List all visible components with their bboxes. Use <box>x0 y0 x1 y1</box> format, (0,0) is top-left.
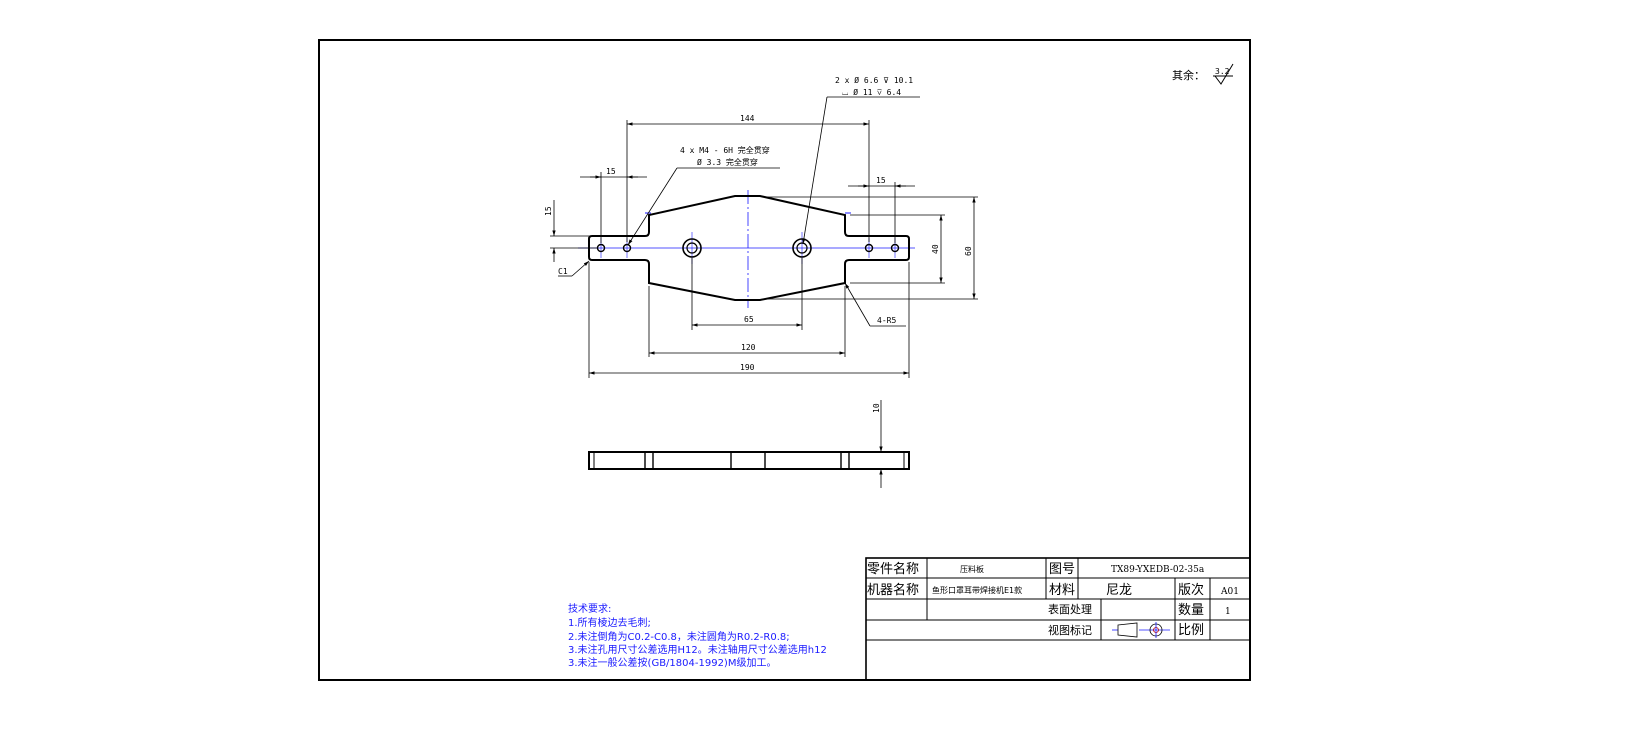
front-view: 10 <box>588 400 910 488</box>
dimension-120 <box>648 286 846 357</box>
part-name-label: 零件名称 <box>867 561 919 577</box>
tech-item-1: 1.所有棱边去毛刺; <box>568 616 651 629</box>
tapped-hole-3 <box>864 243 874 253</box>
tapped-hole-note-2: Ø 3.3 完全贯穿 <box>697 157 758 167</box>
projection-icon <box>1112 622 1170 638</box>
tapped-hole-note-1: 4 x M4 - 6H 完全贯穿 <box>680 145 770 155</box>
dim-120-label: 120 <box>741 343 756 352</box>
front-view-outline <box>588 451 910 470</box>
surface-label: 表面处理 <box>1048 602 1092 616</box>
machine-name-value: 鱼形口罩耳带焊接机E1款 <box>932 585 1022 595</box>
dim-15-vertical-label: 15 <box>544 206 553 216</box>
technical-requirements: 技术要求: 1.所有棱边去毛刺; 2.未注倒角为C0.2-C0.8，未注圆角为R… <box>568 602 827 669</box>
drawing-no-label: 图号 <box>1049 562 1075 577</box>
dim-15-left-label: 15 <box>606 167 616 176</box>
dim-190-label: 190 <box>740 363 755 372</box>
counterbore-inner-2 <box>796 242 808 254</box>
dim-15-right-label: 15 <box>876 176 886 185</box>
counterbore-callout <box>802 96 920 245</box>
tapped-hole-4 <box>890 243 900 253</box>
material-value: 尼龙 <box>1106 583 1132 598</box>
roughness-symbol: 其余： 3.2 <box>1172 63 1234 85</box>
drawing-border <box>318 39 1251 681</box>
dimension-10 <box>855 400 886 488</box>
dimension-65 <box>691 258 803 330</box>
revision-label: 版次 <box>1178 582 1204 598</box>
dim-60-label: 60 <box>964 246 973 256</box>
tech-item-3: 3.未注孔用尺寸公差选用H12。未注轴用尺寸公差选用h12 <box>568 643 827 656</box>
dimension-15-left <box>580 172 647 243</box>
counterbore-note-2: ⌴ Ø 11 ⊽ 6.4 <box>842 87 901 97</box>
top-view: 144 15 15 15 C1 <box>544 75 978 378</box>
radius-leader <box>844 282 906 327</box>
dimension-15-right <box>848 182 915 243</box>
dimension-190 <box>588 262 910 378</box>
drawing-no-value: TX89-YXEDB-02-35a <box>1111 565 1205 575</box>
tapped-hole-callout <box>627 167 780 246</box>
dimension-144 <box>626 120 870 242</box>
tapped-hole-1 <box>596 243 606 253</box>
counterbore-note-1: 2 x Ø 6.6 ⊽ 10.1 <box>835 75 913 85</box>
dim-65-label: 65 <box>744 315 754 324</box>
tapped-hole-2 <box>622 243 632 253</box>
roughness-label: 其余： <box>1172 68 1205 82</box>
dimension-40 <box>850 214 945 284</box>
dimension-60 <box>765 196 978 300</box>
scale-label: 比例 <box>1178 623 1204 638</box>
revision-value: A01 <box>1220 587 1239 597</box>
counterbore-inner-1 <box>686 242 698 254</box>
tech-item-2: 2.未注倒角为C0.2-C0.8，未注圆角为R0.2-R0.8; <box>568 630 790 643</box>
chamfer-leader <box>558 260 590 277</box>
material-label: 材料 <box>1049 583 1075 598</box>
counterbore-outer-1 <box>682 238 702 258</box>
plate-outline <box>588 195 910 301</box>
roughness-value: 3.2 <box>1215 67 1230 76</box>
quantity-label: 数量 <box>1178 603 1204 618</box>
machine-name-label: 机器名称 <box>867 582 919 598</box>
roughness-icon <box>1213 63 1234 85</box>
tech-item-4: 3.未注一般公差按(GB/1804-1992)M级加工。 <box>568 656 776 669</box>
dim-10-label: 10 <box>872 403 881 413</box>
radius-label: 4-R5 <box>877 316 896 325</box>
title-block: 零件名称 压料板 图号 TX89-YXEDB-02-35a 机器名称 鱼形口罩耳… <box>865 557 1251 681</box>
quantity-value: 1 <box>1225 607 1231 617</box>
dimension-15-vertical <box>550 200 597 262</box>
counterbore-outer-2 <box>792 238 812 258</box>
view-label: 视图标记 <box>1048 623 1092 637</box>
tech-title: 技术要求: <box>568 602 611 615</box>
chamfer-label: C1 <box>558 267 568 276</box>
part-name-value: 压料板 <box>960 564 984 574</box>
dim-144-label: 144 <box>740 114 755 123</box>
dim-40-label: 40 <box>931 244 940 254</box>
